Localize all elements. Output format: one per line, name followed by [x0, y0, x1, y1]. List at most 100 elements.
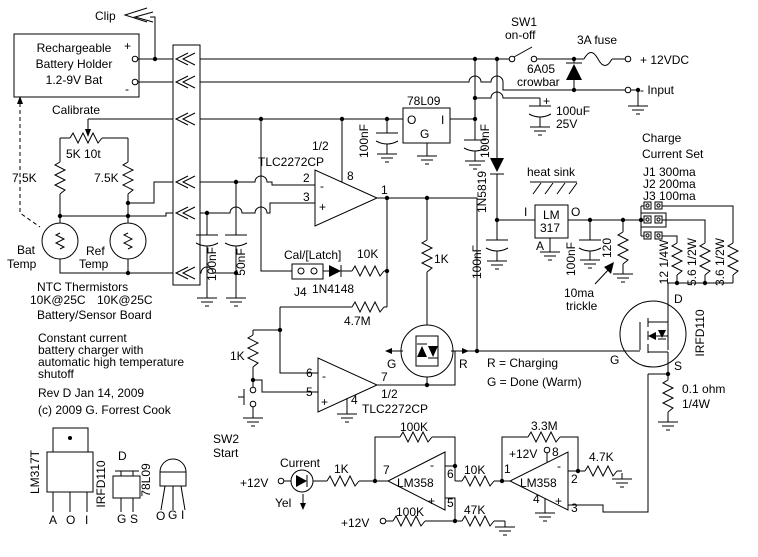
- reg78-o: O: [407, 113, 416, 127]
- pinout-78l09-label: 78L09: [139, 463, 153, 497]
- trickle-line2: trickle: [566, 299, 598, 313]
- ntc-line2a: 10K@25C: [30, 293, 86, 307]
- r-10k-latch: 10K: [357, 247, 378, 261]
- bulk-cap-label1: 100uF: [556, 104, 590, 118]
- pinout-lm317t-a: A: [49, 513, 57, 527]
- led-r-series: 1K: [434, 252, 449, 266]
- lm358a-v: +12V: [341, 516, 369, 530]
- opamp1-minus: -: [320, 179, 324, 193]
- battery-holder-line1: Rechargeable: [37, 41, 112, 55]
- status-led-symbol: [385, 198, 469, 385]
- input-filter-caps: [195, 182, 248, 307]
- opamp2-half: 1/2: [381, 387, 398, 401]
- board-connector: [172, 44, 201, 286]
- opamp1-pin8: 8: [347, 169, 354, 183]
- clip-label: Clip: [95, 9, 116, 23]
- title-line2: battery charger with: [38, 343, 143, 357]
- opamp2-pin5: 5: [306, 385, 313, 399]
- bulk-plus: +: [543, 94, 550, 108]
- r-set-3p6: 3.6 1/2W: [713, 237, 727, 286]
- crowbar-line2: crowbar: [517, 75, 560, 89]
- opamp1-pin1: 1: [381, 183, 388, 197]
- opamp1-pin3: 3: [303, 190, 310, 204]
- opamp2-part: TLC2272CP: [362, 402, 428, 416]
- battery-minus: -: [125, 82, 129, 96]
- cal-latch-label: Cal/[Latch]: [284, 248, 341, 262]
- pinout-irfd110: [112, 470, 141, 512]
- bulk-cap-label2: 25V: [556, 117, 577, 131]
- cap-9v-label: 100nF: [357, 124, 371, 158]
- sw1-label: SW1: [511, 15, 537, 29]
- pinout-irfd110-g: G: [117, 512, 126, 526]
- ntc-line1: NTC Thermistors: [37, 280, 128, 294]
- sensor-bridge: [41, 118, 173, 276]
- lm358a-rgnd: 47K: [464, 503, 485, 517]
- cap-50nf-sensor: 50nF: [234, 248, 248, 275]
- lm317-name2: 317: [540, 221, 560, 235]
- opamp2-pin4: 4: [351, 393, 358, 407]
- battery-holder-line3: 1.2-9V Bat: [46, 73, 103, 87]
- ntc-line2b: 10K@25C: [97, 293, 153, 307]
- lm358a-symbol: [372, 431, 516, 536]
- opamp1-plus: +: [319, 200, 326, 214]
- lm358b-pin4: 4: [533, 492, 540, 506]
- mosfet-g: G: [610, 353, 619, 367]
- lm317-pin-i: I: [524, 205, 527, 219]
- bus-wires: [200, 58, 625, 276]
- jumper-j3: J3 100ma: [643, 189, 696, 203]
- lm358a-minus: -: [430, 458, 434, 472]
- opamp2-pin7: 7: [381, 370, 388, 384]
- sw2-r-label: 1K: [230, 349, 245, 363]
- r-trickle-label: 120: [600, 238, 614, 258]
- charge-set-title1: Charge: [642, 131, 682, 145]
- lm358b-minus: -: [557, 459, 561, 473]
- pinout-irfd110-s: S: [130, 512, 138, 526]
- mosfet-s: S: [674, 359, 682, 373]
- vin-minus-label: - Input: [640, 83, 675, 97]
- battery-plus: +: [124, 39, 131, 53]
- lm358b-rgnd: 4.7K: [589, 450, 614, 464]
- pinout-lm317t-label: LM317T: [28, 449, 42, 494]
- opamp2-symbol: [250, 350, 625, 423]
- legend-charging: R = Charging: [487, 356, 558, 370]
- r-set-12: 12 1/4W: [657, 239, 671, 284]
- lm317-pin-o: O: [571, 205, 580, 219]
- jumper-j2: J2 200ma: [643, 177, 696, 191]
- opamp2-minus: -: [322, 369, 326, 383]
- current-led-label: Current: [280, 456, 321, 470]
- r-right-label: 7.5K: [94, 171, 119, 185]
- charge-current-set: [640, 201, 739, 305]
- trickle-line1: 10ma: [564, 286, 594, 300]
- reg78-label: 78L09: [407, 94, 441, 108]
- lm358a-pin7: 7: [383, 463, 390, 477]
- power-input: [472, 46, 649, 115]
- charge-set-title2: Current Set: [642, 147, 704, 161]
- r-left-label: 7.5K: [12, 171, 37, 185]
- legend-done: G = Done (Warm): [487, 375, 582, 389]
- ref-temp-2: Temp: [79, 257, 109, 271]
- lm358b-pin2: 2: [571, 472, 578, 486]
- lm317-section: [497, 181, 644, 285]
- battery-holder-symbol: [13, 7, 173, 228]
- current-led-v: +12V: [240, 476, 268, 490]
- pot-label: 5K 10t: [66, 147, 101, 161]
- cap-317out-label: 100nF: [564, 242, 578, 276]
- pinout-lm317t-i: I: [85, 513, 88, 527]
- cal-latch-chain: [253, 119, 390, 374]
- opamp2-plus: +: [321, 395, 328, 409]
- bat-temp-2: Temp: [7, 257, 37, 271]
- lm358a-rout: 10K: [464, 463, 485, 477]
- sw2-start-label: Start: [213, 446, 239, 460]
- mosfet-d: D: [674, 292, 683, 306]
- revision: Rev D Jan 14, 2009: [38, 386, 144, 400]
- sense-r-line2: 1/4W: [682, 397, 711, 411]
- battery-holder-line2: Battery Holder: [36, 57, 113, 71]
- current-led-color: Yel: [275, 496, 291, 510]
- pinout-78l09-o: O: [156, 509, 165, 523]
- crowbar-line1: 6A05: [527, 62, 555, 76]
- jumper-j1: J1 300ma: [643, 165, 696, 179]
- opamp2-pin6: 6: [306, 366, 313, 380]
- current-led: [277, 469, 388, 510]
- lm358b-rfb: 3.3M: [531, 419, 558, 433]
